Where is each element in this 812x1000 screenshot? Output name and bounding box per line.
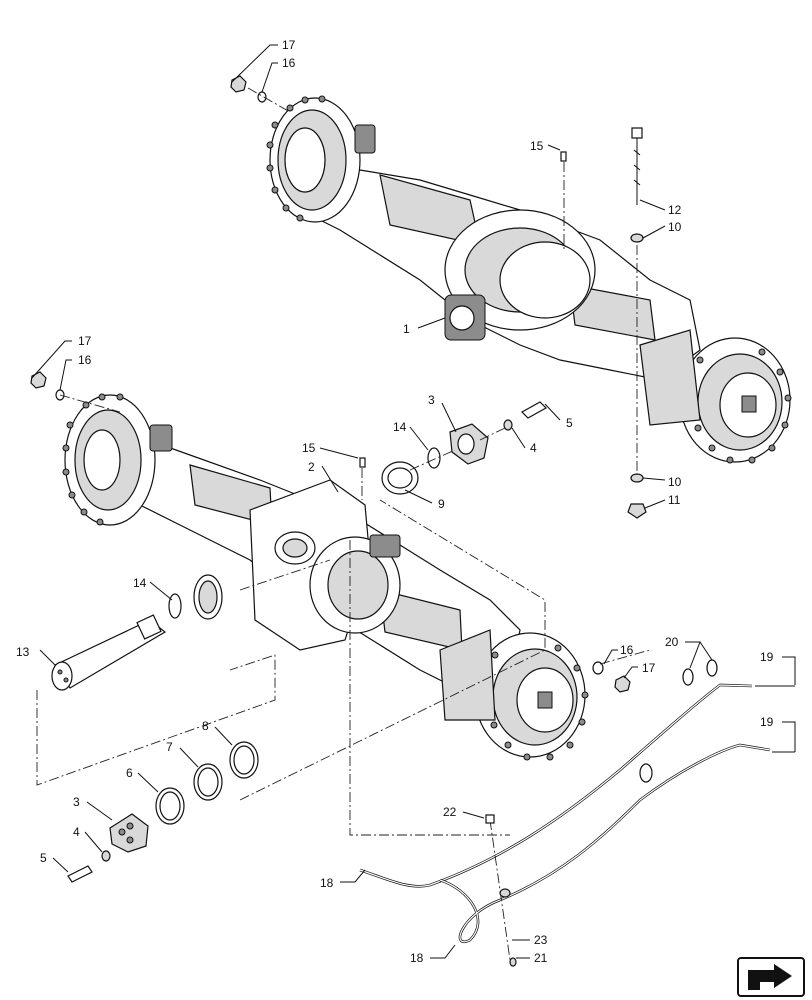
callout-1: 1 <box>403 322 410 336</box>
callout-21: 21 <box>534 951 548 965</box>
callout-4-top: 4 <box>530 441 537 455</box>
callout-16-top: 16 <box>282 56 296 70</box>
upper-axle-assembly <box>230 75 792 519</box>
callout-7: 7 <box>166 740 173 754</box>
callout-17-bot: 17 <box>642 661 656 675</box>
callout-18-top: 18 <box>320 876 334 890</box>
callout-17-top: 17 <box>282 38 296 52</box>
upper-right-hub <box>639 329 792 464</box>
callout-19-bot: 19 <box>760 715 774 729</box>
callout-16-bot: 16 <box>620 643 634 657</box>
callout-20: 20 <box>665 635 679 649</box>
callout-3-top: 3 <box>428 393 435 407</box>
callout-2: 2 <box>308 460 315 474</box>
callout-14-top: 14 <box>393 420 407 434</box>
callout-18-bot: 18 <box>410 951 424 965</box>
callout-6: 6 <box>126 766 133 780</box>
callouts: 17 16 15 12 10 1 17 16 3 5 14 4 15 2 9 1… <box>16 38 796 965</box>
callout-15-mid: 15 <box>302 441 316 455</box>
assembly-lines <box>36 394 651 836</box>
callout-9: 9 <box>438 497 445 511</box>
callout-13: 13 <box>16 645 30 659</box>
callout-12: 12 <box>668 203 682 217</box>
lower-left-hub <box>62 393 173 526</box>
upper-left-hub <box>266 95 376 223</box>
callout-5-top: 5 <box>566 416 573 430</box>
callout-8: 8 <box>202 719 209 733</box>
callout-14-bot: 14 <box>133 576 147 590</box>
lower-axle-assembly <box>30 371 631 761</box>
lower-right-hub <box>439 629 589 761</box>
callout-16-mid: 16 <box>78 353 92 367</box>
callout-23: 23 <box>534 933 548 947</box>
callout-17-mid: 17 <box>78 334 92 348</box>
callout-10-top: 10 <box>668 220 682 234</box>
callout-19-top: 19 <box>760 650 774 664</box>
callout-11: 11 <box>668 493 681 507</box>
arrow-return-icon[interactable] <box>737 957 805 997</box>
callout-5-bot: 5 <box>40 851 47 865</box>
callout-22: 22 <box>443 805 457 819</box>
callout-3-bot: 3 <box>73 795 80 809</box>
exploded-seal-set <box>67 741 259 883</box>
callout-15-top: 15 <box>530 139 544 153</box>
callout-4-bot: 4 <box>73 825 80 839</box>
callout-10-bot: 10 <box>668 475 682 489</box>
